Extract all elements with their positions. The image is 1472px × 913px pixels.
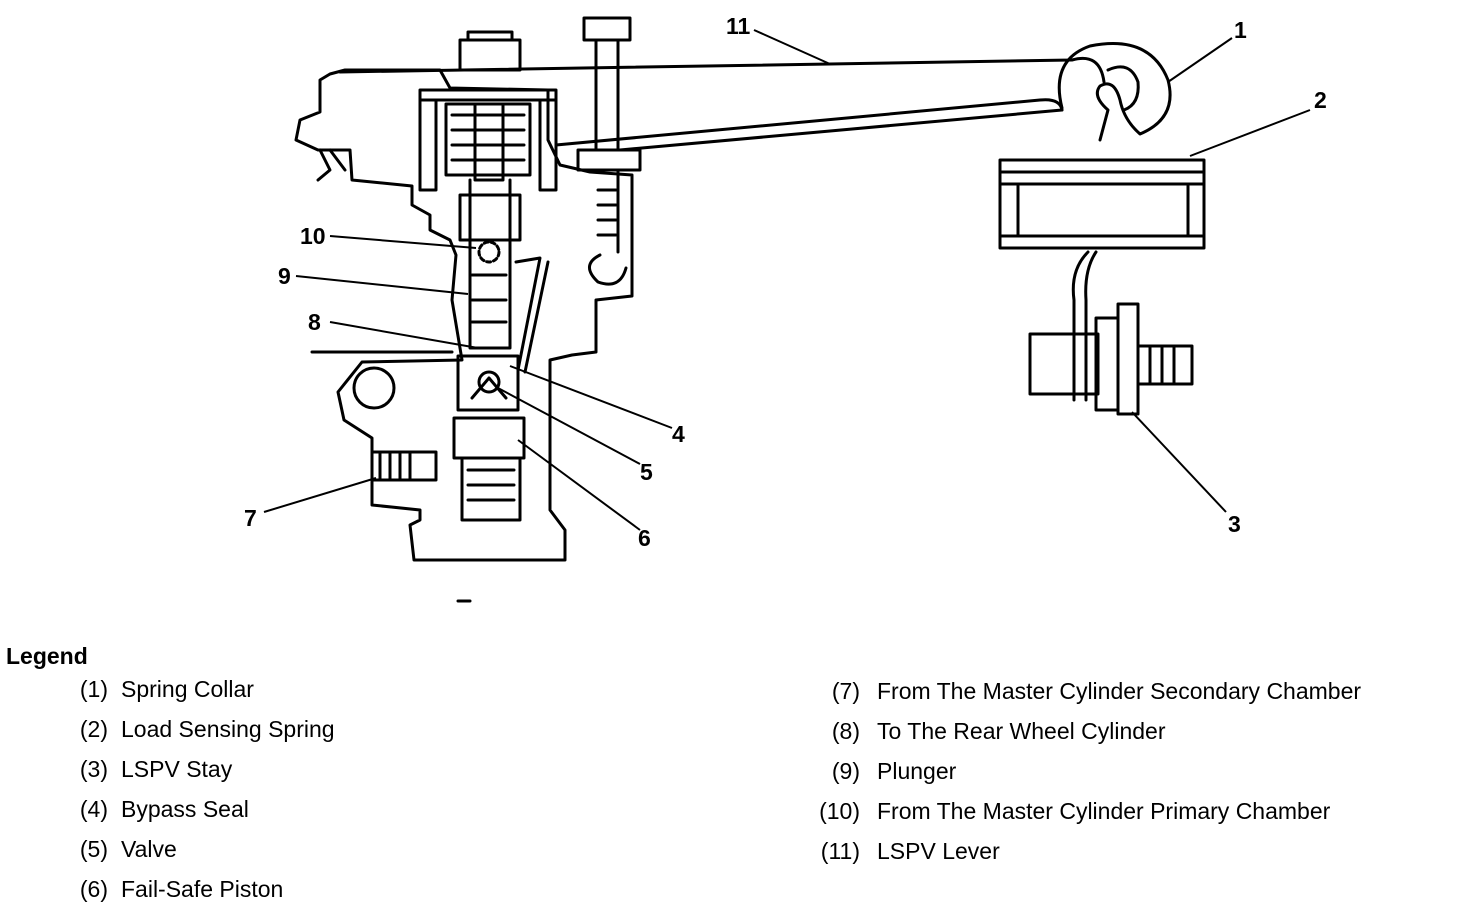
legend-item: (3) LSPV Stay: [0, 753, 700, 785]
vertical-bolt: [582, 16, 632, 152]
legend-item-number: (8): [831, 718, 860, 744]
lspv-diagram: 1 2 3 4 5 6 7 8 9 10 11: [244, 13, 1327, 603]
legend-item: (5) Valve: [0, 833, 700, 865]
legend-item: (10) From The Master Cylinder Primary Cha…: [800, 795, 1470, 827]
top-nut: [458, 30, 522, 72]
legend-item-text: LSPV Lever: [877, 838, 1000, 864]
callout-2: 2: [1314, 87, 1327, 113]
leader-2: [1189, 109, 1311, 157]
callout-8: 8: [308, 309, 321, 335]
callout-4: 4: [672, 421, 685, 447]
legend-item: (9) Plunger: [800, 755, 1470, 787]
callout-9: 9: [278, 263, 291, 289]
callout-7: 7: [244, 505, 257, 531]
fail-safe-piston: [452, 416, 526, 460]
legend-title: Legend: [6, 643, 88, 669]
legend-left-column: (1) Spring Collar (2) Load Sensing Spring (3…: [0, 673, 700, 913]
leader-1: [1167, 37, 1233, 83]
legend-item-number: (6): [79, 876, 108, 902]
legend-right-column: (7) From The Master Cylinder Secondary Ch…: [800, 675, 1470, 875]
leader-4: [509, 365, 673, 429]
legend-item: (2) Load Sensing Spring: [0, 713, 700, 745]
legend-item: (6) Fail-Safe Piston: [0, 873, 700, 905]
legend-item-number: (1): [79, 676, 108, 702]
leader-3: [1131, 411, 1227, 513]
legend-item-number: (2): [79, 716, 108, 742]
legend-item-number: (4): [79, 796, 108, 822]
legend-item: (8) To The Rear Wheel Cylinder: [800, 715, 1470, 747]
callout-3: 3: [1228, 511, 1241, 537]
secondary-port: [370, 450, 438, 482]
legend-item-text: Fail-Safe Piston: [121, 876, 284, 902]
legend-item: (7) From The Master Cylinder Secondary Ch…: [800, 675, 1470, 707]
legend-item-text: LSPV Stay: [121, 756, 233, 782]
legend-item: (1) Spring Collar: [0, 673, 700, 705]
legend-item-text: Spring Collar: [121, 676, 254, 702]
lspv-lever: [338, 56, 1106, 84]
leader-9: [295, 275, 469, 295]
legend-item-text: From The Master Cylinder Primary Chamber: [877, 798, 1331, 824]
leader-8: [329, 321, 479, 349]
legend-item: (4) Bypass Seal: [0, 793, 700, 825]
load-sensing-spring: [998, 158, 1206, 250]
callout-10: 10: [300, 223, 326, 249]
legend-item-text: Load Sensing Spring: [121, 716, 335, 742]
leader-6: [517, 439, 641, 531]
legend-item-number: (10): [819, 798, 860, 824]
legend-item-text: To The Rear Wheel Cylinder: [877, 718, 1166, 744]
callout-6: 6: [638, 525, 651, 551]
legend-item-text: From The Master Cylinder Secondary Chamb…: [877, 678, 1362, 704]
callout-11: 11: [726, 13, 751, 39]
spring-collar: [1057, 42, 1172, 142]
valve-seat: [456, 354, 520, 412]
legend-item: (11) LSPV Lever: [800, 835, 1470, 867]
legend-item-number: (9): [831, 758, 860, 784]
leader-5: [497, 387, 641, 465]
top-cap: [418, 88, 558, 192]
callout-5: 5: [640, 459, 653, 485]
legend-item-text: Bypass Seal: [121, 796, 249, 822]
valve-body-outline: [294, 68, 634, 562]
plunger-column: [468, 178, 512, 350]
legend-item-text: Valve: [121, 836, 177, 862]
callout-1: 1: [1234, 17, 1247, 43]
mount-hole: [352, 366, 396, 410]
leader-11: [753, 29, 831, 65]
leader-10: [329, 235, 477, 249]
legend-item-number: (3): [79, 756, 108, 782]
lspv-stay: [1071, 250, 1098, 402]
legend-item-number: (11): [820, 838, 860, 864]
legend-item-number: (5): [79, 836, 108, 862]
legend-item-text: Plunger: [877, 758, 957, 784]
leader-7: [263, 477, 377, 513]
legend-item-number: (7): [831, 678, 860, 704]
